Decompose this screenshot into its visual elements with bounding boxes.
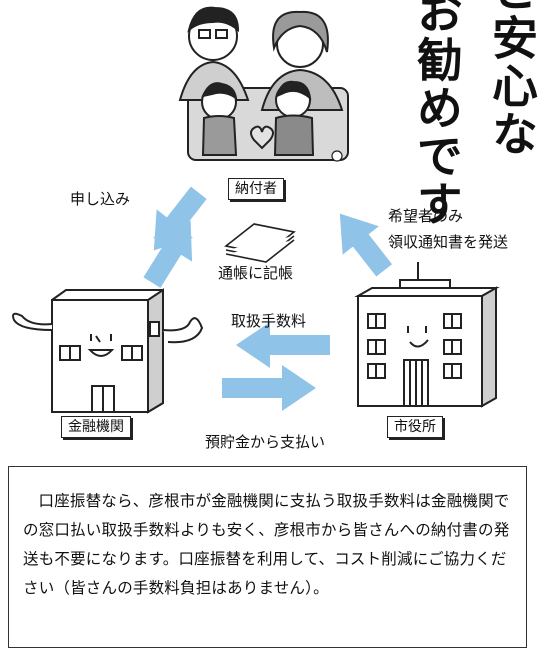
explanation-box: 口座振替なら、彦根市が金融機関に支払う取扱手数料は金融機関での窓口払い取扱手数料… (8, 466, 527, 648)
explanation-text: 口座振替なら、彦根市が金融機関に支払う取扱手数料は金融機関での窓口払い取扱手数料… (23, 492, 510, 597)
payment-label: 預貯金から支払い (205, 433, 326, 451)
city-hall-building (354, 262, 500, 408)
notice-label-line1: 希望者のみ (388, 207, 464, 225)
payment-flow-diagram: と安心な お勧めです 納付者 金融機関 市役所 申し込み 通帳に記帳 希望者のみ… (12, 0, 539, 451)
passbook-label: 通帳に記帳 (218, 264, 294, 282)
apply-label: 申し込み (70, 190, 131, 208)
payer-label: 納付者 (228, 178, 284, 200)
passbook-arrow (143, 220, 193, 288)
payment-arrow (222, 365, 316, 411)
headline-col-2: お勧めです (410, 0, 464, 228)
notice-label-line2: 領収通知書を発送 (388, 233, 509, 251)
diagram-graphics (12, 6, 500, 414)
passbook-icon (224, 223, 296, 263)
headline-col-1: と安心な (485, 0, 539, 158)
family-illustration (178, 6, 349, 162)
notice-arrow (339, 213, 393, 277)
bank-label: 金融機関 (61, 416, 131, 438)
flow-arrows (143, 186, 393, 411)
fee-arrow (236, 322, 330, 368)
fee-label: 取扱手数料 (231, 312, 307, 330)
bank-building (12, 288, 204, 414)
city-hall-label: 市役所 (387, 416, 443, 438)
